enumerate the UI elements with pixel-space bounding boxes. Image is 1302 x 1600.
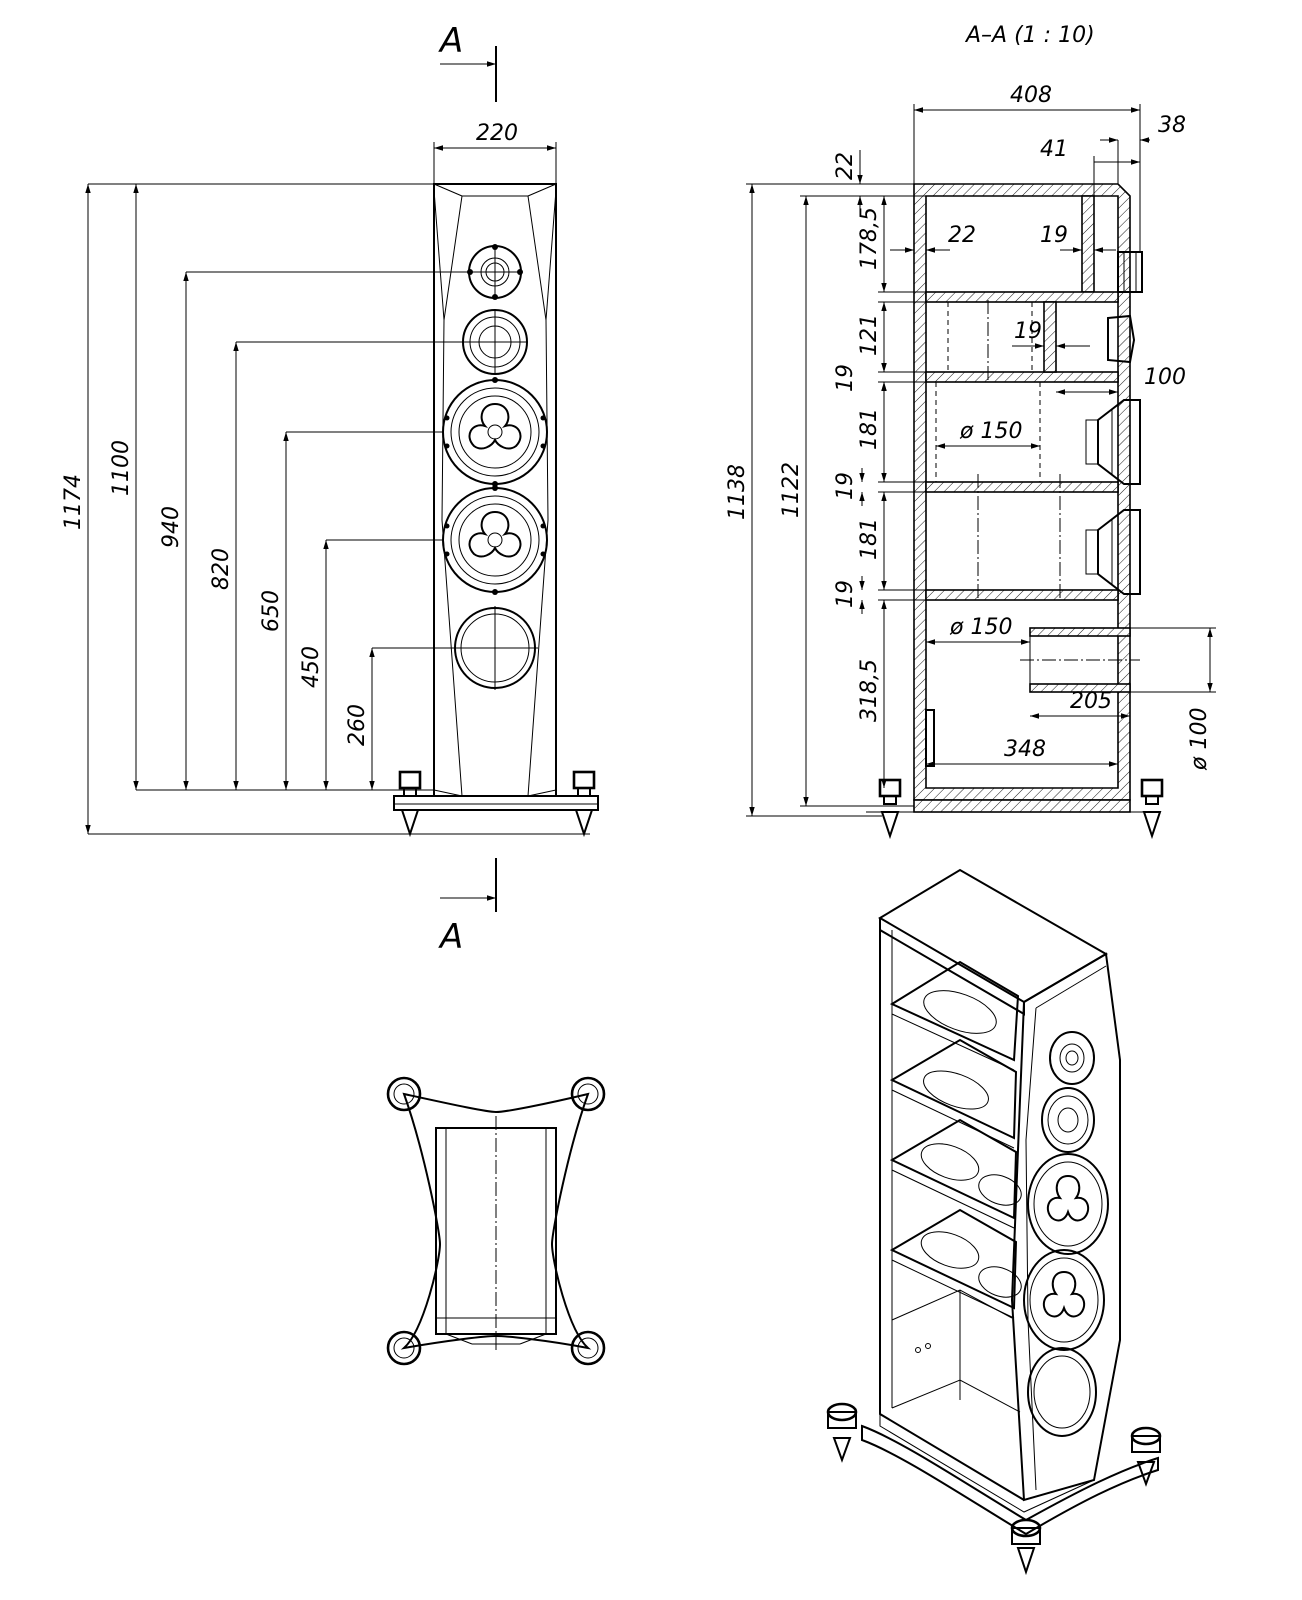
dim-woofer2-450: 450	[299, 646, 324, 688]
section-foot-right	[1140, 778, 1164, 840]
dim-top-panel-22: 22	[833, 152, 858, 180]
dim-tweeter-940: 940	[159, 506, 184, 548]
iso-foot-1	[826, 1402, 858, 1463]
section-tweeter	[1117, 251, 1143, 293]
section-woofer-1	[1085, 399, 1141, 485]
iso-shelf-3	[889, 1118, 1018, 1220]
iso-port	[1027, 1347, 1097, 1437]
section-shelf-4	[925, 589, 1119, 601]
dim-port-diameter-100: ø 100	[1187, 708, 1212, 771]
section-shelf-2	[925, 371, 1119, 383]
dim-midrange-820: 820	[209, 548, 234, 590]
iso-base-plate	[861, 1424, 1159, 1536]
iso-foot-2	[1130, 1426, 1162, 1487]
front-foot-right	[572, 770, 596, 838]
dim-chamber-181-2: 181	[857, 518, 882, 560]
dim-shelf-19-1: 19	[833, 364, 858, 392]
dim-side-wall-22: 22	[948, 223, 976, 248]
front-woofer-1	[442, 377, 548, 487]
dim-rear-depth-100: 100	[1144, 365, 1186, 390]
dim-total-height-1138: 1138	[725, 464, 750, 520]
dim-baffle-38: 38	[1158, 113, 1186, 138]
plan-base-plate	[400, 1092, 592, 1350]
dim-width-220: 220	[476, 121, 518, 146]
iso-midrange	[1041, 1087, 1095, 1153]
section-woofer-2	[1085, 509, 1141, 595]
section-port-tube	[1020, 627, 1140, 693]
dim-front-offset-41: 41	[1040, 137, 1068, 162]
section-foot-left	[878, 778, 902, 840]
section-marker-bottom: A	[438, 858, 497, 957]
section-marker-top: A	[438, 21, 497, 102]
dim-depth-408: 408	[1010, 83, 1052, 108]
front-view: 220 1174 1100 940 820 650 450 260	[61, 121, 599, 838]
dim-cabinet-height-1100: 1100	[109, 440, 134, 496]
dim-mid-chamber-121: 121	[857, 314, 882, 356]
section-marker-label-bottom: A	[438, 917, 463, 957]
dim-port-260: 260	[345, 704, 370, 746]
section-marker-label-top: A	[438, 21, 463, 61]
dim-total-height-1174: 1174	[61, 474, 86, 530]
front-foot-left	[398, 770, 422, 838]
dim-chamber-181-1: 181	[857, 408, 882, 450]
section-midrange	[1107, 314, 1136, 364]
front-port	[452, 606, 538, 690]
front-tweeter	[467, 244, 523, 300]
dim-shelf-19-2: 19	[833, 472, 858, 500]
dim-shelf-19-3: 19	[833, 580, 858, 608]
dim-inner-height-1122: 1122	[779, 462, 804, 518]
section-dimensions: 408 41 38 22 19 19 100 ø 150 ø 150	[725, 83, 1216, 817]
isometric-view	[826, 868, 1162, 1576]
iso-shelf-4	[889, 1208, 1018, 1310]
plan-view	[386, 1076, 606, 1366]
iso-woofer-1	[1027, 1153, 1109, 1255]
dim-woofer1-650: 650	[259, 590, 284, 632]
section-view: 408 41 38 22 19 19 100 ø 150 ø 150	[725, 83, 1216, 840]
iso-tweeter	[1049, 1031, 1095, 1085]
section-title: A–A (1 : 10)	[964, 23, 1095, 48]
iso-foot-3	[1010, 1518, 1042, 1576]
front-woofer-2	[442, 485, 548, 595]
front-dimensions: 220 1174 1100 940 820 650 450 260	[61, 121, 557, 834]
section-shelf-1	[925, 291, 1119, 303]
dim-bottom-chamber-318-5: 318,5	[857, 659, 882, 722]
iso-woofer-2	[1023, 1249, 1105, 1351]
section-shelf-3	[925, 481, 1119, 493]
dim-hole-150-2: ø 150	[949, 615, 1012, 640]
dim-hole-150-1: ø 150	[959, 419, 1022, 444]
dim-mid-inner-wall-19: 19	[1014, 319, 1042, 344]
dim-chamber-178-5: 178,5	[857, 207, 882, 270]
iso-shelf-2	[889, 1038, 1018, 1140]
iso-shelf-1	[889, 960, 1020, 1062]
front-midrange	[462, 309, 528, 375]
dim-inner-wall-19: 19	[1040, 223, 1068, 248]
dim-port-length-205: 205	[1070, 689, 1112, 714]
dim-inner-depth-348: 348	[1004, 737, 1046, 762]
